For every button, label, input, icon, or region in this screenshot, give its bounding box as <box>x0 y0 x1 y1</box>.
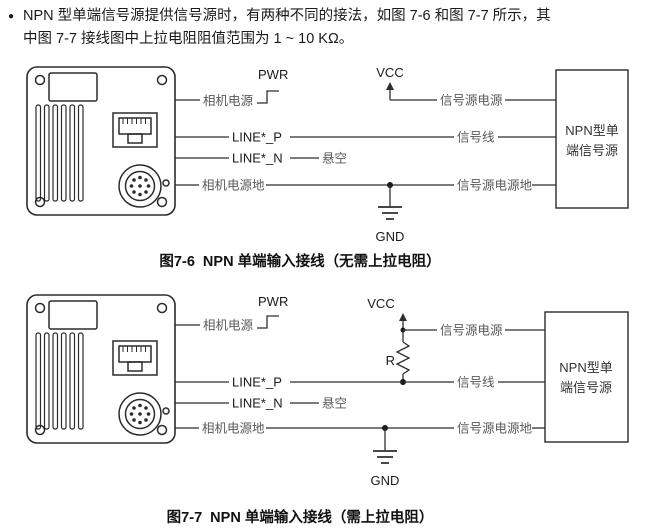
signal-source-power-label: 信号源电源 <box>440 94 503 108</box>
up-arrow-icon <box>386 82 394 90</box>
up-arrow-icon <box>399 313 407 321</box>
wire-line-p: LINE*_P 信号线 <box>175 375 548 390</box>
intro-line-1: NPN 型单端信号源提供信号源时，有两种不同的接法，如图 7-6 和图 7-7 … <box>23 8 551 24</box>
figure-7-7-caption: 图7-7 NPN 单端输入接线（需上拉电阻） <box>166 510 434 526</box>
ground-symbol: GND <box>376 185 405 244</box>
line-n-label: LINE*_N <box>232 151 283 166</box>
wire-camera-ground: 相机电源地 信号源电源地 <box>175 422 548 436</box>
camera-rear-view <box>26 294 176 444</box>
gnd-label: GND <box>371 473 400 488</box>
step-signal-icon <box>257 315 279 329</box>
signal-line-label: 信号线 <box>457 376 495 390</box>
figure-7-6-diagram: 相机电源 PWR VCC 信号源电源 LINE*_P 信号线 LINE*_N 悬… <box>26 65 629 244</box>
wire-camera-power: 相机电源 PWR <box>175 294 288 333</box>
figure-7-6-caption: 图7-6 NPN 单端输入接线（无需上拉电阻） <box>159 254 441 270</box>
wire-signal-source-power: VCC 信号源电源 <box>376 65 556 108</box>
resistor-zigzag-icon <box>395 341 411 375</box>
wire-line-n: LINE*_N 悬空 <box>175 151 347 166</box>
bullet-icon: ● <box>8 11 15 22</box>
floating-label: 悬空 <box>322 397 347 411</box>
camera-power-label: 相机电源 <box>203 319 254 333</box>
wire-line-n: LINE*_N 悬空 <box>175 396 347 411</box>
wire-signal-source-power: VCC 信号源电源 <box>367 296 548 338</box>
line-n-label: LINE*_N <box>232 396 283 411</box>
intro-line-2: 中图 7-7 接线图中上拉电阻阻值范围为 1 ~ 10 KΩ。 <box>23 31 354 47</box>
signal-line-label: 信号线 <box>457 131 495 145</box>
step-signal-icon <box>257 90 279 104</box>
figure-7-7-diagram: 相机电源 PWR VCC 信号源电源 R LINE*_P 信号线 <box>26 294 629 488</box>
camera-ground-label: 相机电源地 <box>202 179 265 193</box>
pullup-resistor: R <box>386 330 411 385</box>
camera-power-label: 相机电源 <box>203 94 254 108</box>
line-p-label: LINE*_P <box>232 375 282 390</box>
vcc-label: VCC <box>367 296 394 311</box>
gnd-label: GND <box>376 229 405 244</box>
line-p-label: LINE*_P <box>232 130 282 145</box>
npn-signal-source-box: NPN型单 端信号源 <box>555 69 629 209</box>
box-label-line1: NPN型单 <box>565 123 618 138</box>
signal-source-ground-label: 信号源电源地 <box>457 179 533 193</box>
camera-ground-label: 相机电源地 <box>202 422 265 436</box>
npn-signal-source-box: NPN型单 端信号源 <box>544 311 629 443</box>
resistor-label: R <box>386 353 395 368</box>
pwr-label: PWR <box>258 294 288 309</box>
camera-rear-view <box>26 66 176 216</box>
box-label-line2: 端信号源 <box>560 380 612 395</box>
wire-camera-power: 相机电源 PWR <box>175 67 288 108</box>
pwr-label: PWR <box>258 67 288 82</box>
floating-label: 悬空 <box>322 152 347 166</box>
signal-source-ground-label: 信号源电源地 <box>457 422 533 436</box>
intro-paragraph: ● NPN 型单端信号源提供信号源时，有两种不同的接法，如图 7-6 和图 7-… <box>8 5 646 51</box>
signal-source-power-label: 信号源电源 <box>440 324 503 338</box>
wire-line-p: LINE*_P 信号线 <box>175 130 556 145</box>
wire-camera-ground: 相机电源地 信号源电源地 <box>175 179 556 193</box>
vcc-label: VCC <box>376 65 403 80</box>
ground-symbol: GND <box>371 428 400 488</box>
box-label-line2: 端信号源 <box>566 143 618 158</box>
box-label-line1: NPN型单 <box>559 360 612 375</box>
